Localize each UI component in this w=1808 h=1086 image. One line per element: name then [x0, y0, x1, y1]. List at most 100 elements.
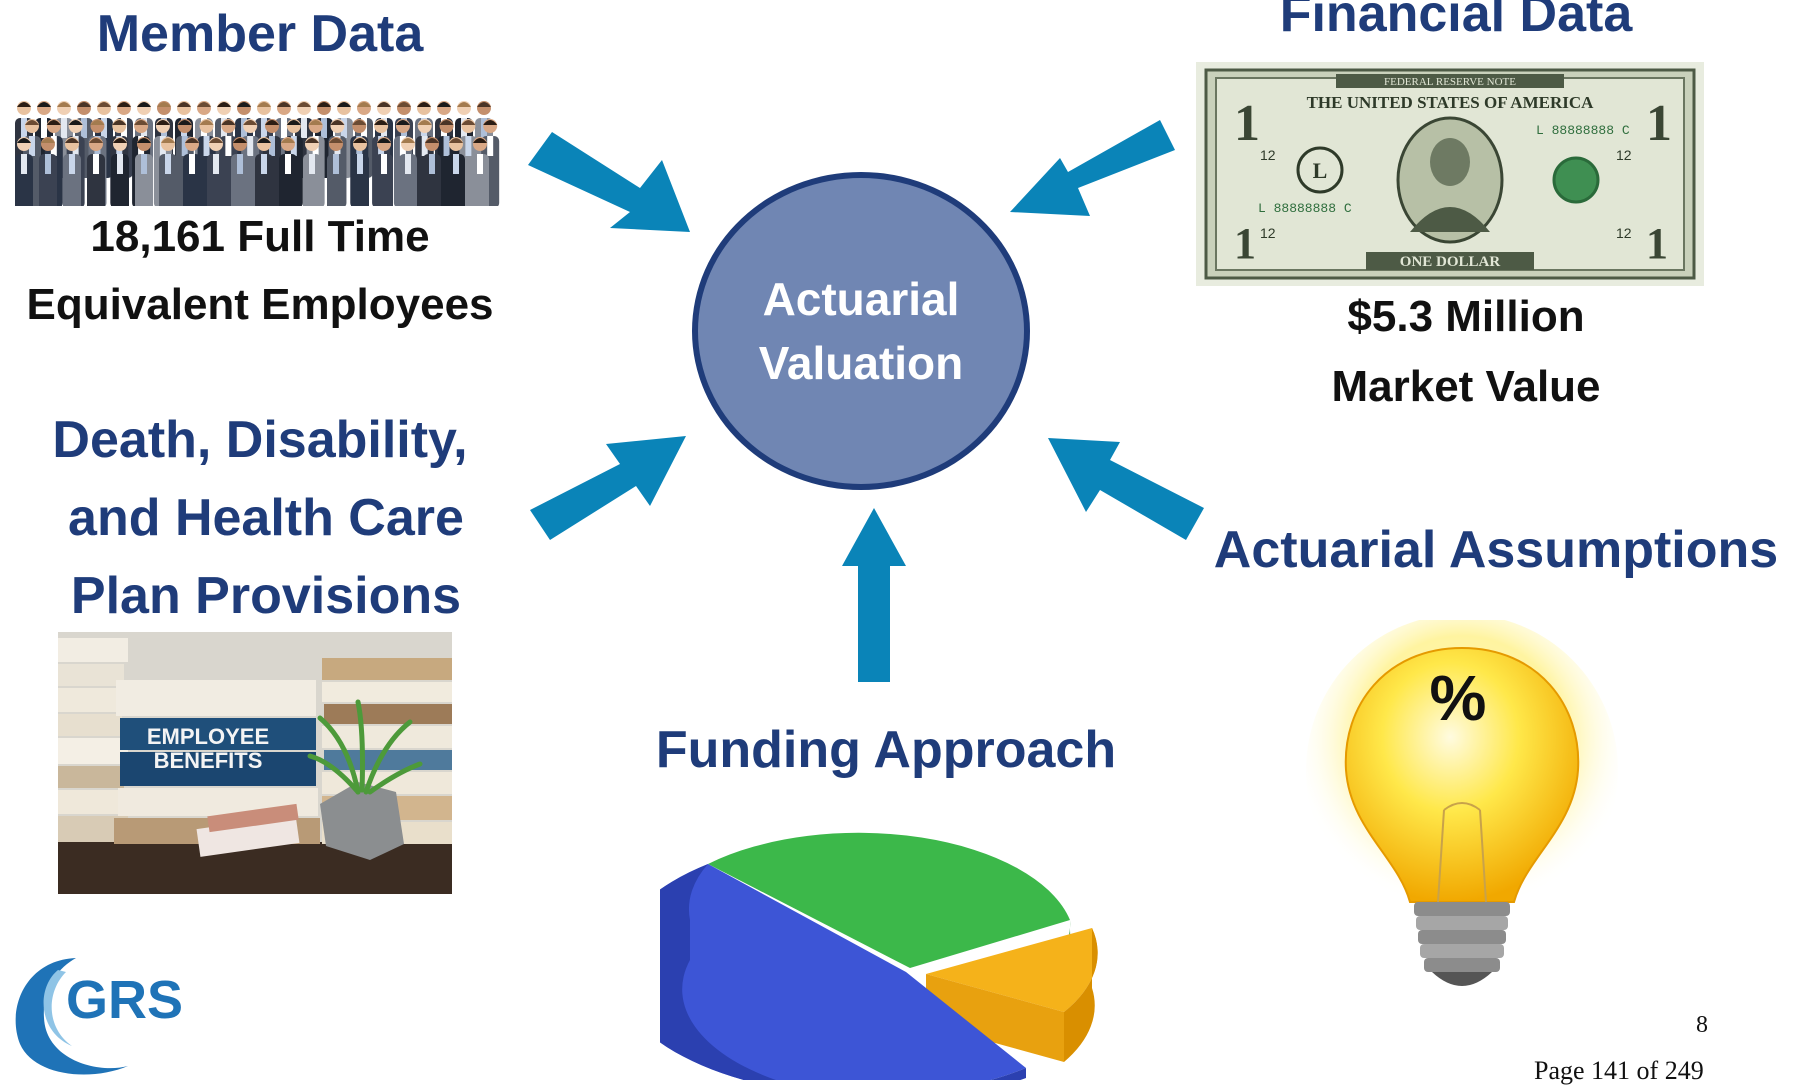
crowd-person-shirt: [21, 154, 27, 174]
arrow-member-to-valuation: [528, 132, 690, 232]
bill-corner-one-tl: 1: [1234, 95, 1260, 152]
crowd-person-shirt: [45, 154, 51, 174]
crowd-person-hair: [277, 102, 291, 107]
crowd-person-hair: [137, 102, 151, 107]
crowd-person-hair: [89, 138, 103, 143]
book-label-line2: BENEFITS: [154, 748, 263, 773]
crowd-person-hair: [155, 120, 170, 125]
crowd-person-shirt: [21, 118, 27, 138]
crowd-person-shirt: [141, 154, 147, 174]
bill-corner-number-4: 12: [1616, 225, 1632, 241]
actuarial-assumptions-heading: Actuarial Assumptions: [1213, 521, 1779, 579]
crowd-person-body: [135, 154, 153, 206]
bill-bottom-banner: ONE DOLLAR: [1400, 254, 1501, 270]
crowd-person-shirt: [269, 136, 275, 156]
crowd-person-shirt: [465, 136, 472, 156]
crowd-person-shirt: [117, 154, 123, 174]
bill-corner-one-tr: 1: [1646, 95, 1672, 152]
slide-number: 8: [1696, 1012, 1708, 1038]
crowd-person-body: [351, 154, 369, 206]
crowd-person-shirt: [69, 154, 75, 174]
crowd-person-shirt: [453, 154, 459, 174]
crowd-person-shirt: [381, 154, 387, 174]
crowd-person-hair: [357, 102, 371, 107]
crowd-person-shirt: [203, 136, 210, 156]
crowd-person-hair: [157, 102, 171, 107]
crowd-person-shirt: [29, 136, 35, 156]
crowd-person-body: [375, 154, 393, 206]
crowd-person-hair: [199, 120, 214, 125]
crowd-person-hair: [449, 138, 463, 143]
member-count-line1: 18,161 Full Time: [90, 212, 430, 261]
crowd-person-body: [255, 154, 273, 206]
crowd-person-hair: [185, 138, 199, 143]
crowd-person-body: [207, 154, 225, 206]
crowd-person-hair: [265, 120, 279, 125]
crowd-person-body: [399, 154, 417, 206]
crowd-person-hair: [41, 138, 55, 143]
crowd-person-body: [327, 154, 345, 206]
crowd-person-hair: [243, 120, 258, 125]
crowd-person-hair: [374, 120, 389, 125]
crowd-person-shirt: [357, 154, 363, 174]
crowd-person-hair: [461, 120, 476, 125]
crowd-person-shirt: [41, 118, 47, 138]
crowd-person-shirt: [301, 118, 307, 138]
crowd-person-hair: [137, 138, 151, 143]
light-bulb-image: %: [1306, 620, 1618, 1016]
crowd-photo: [10, 88, 516, 206]
crowd-person-shirt: [443, 136, 450, 156]
member-data-heading: Member Data: [96, 5, 424, 63]
bill-seal-letter: L: [1313, 158, 1328, 183]
crowd-person-hair: [477, 102, 491, 107]
crowd-person-hair: [17, 102, 31, 107]
crowd-person-hair: [177, 120, 192, 125]
crowd-person-hair: [197, 102, 211, 107]
crowd-person-shirt: [61, 118, 67, 138]
crowd-person-hair: [90, 120, 105, 125]
crowd-person-hair: [257, 102, 271, 107]
crowd-person-body: [303, 154, 321, 206]
plan-provisions-line2: and Health Care: [68, 489, 464, 547]
crowd-person-hair: [112, 120, 127, 125]
crowd-person-hair: [233, 138, 247, 143]
arrow-plan-to-valuation: [530, 436, 686, 540]
crowd-person-hair: [68, 120, 83, 125]
crowd-person-hair: [457, 102, 471, 107]
page-label: Page 141 of 249: [1534, 1056, 1704, 1085]
crowd-person-shirt: [333, 154, 339, 174]
bill-corner-number-3: 12: [1260, 225, 1276, 241]
crowd-person-hair: [77, 102, 91, 107]
crowd-person-shirt: [309, 154, 315, 174]
crowd-person-shirt: [261, 118, 267, 138]
crowd-person-shirt: [93, 154, 99, 174]
center-line1: Actuarial: [762, 273, 960, 325]
crowd-person-hair: [46, 120, 61, 125]
bill-corner-number-2: 12: [1616, 147, 1632, 163]
bulb-percent-symbol: %: [1430, 662, 1487, 734]
crowd-person-body: [279, 154, 297, 206]
member-count-line2: Equivalent Employees: [26, 280, 494, 329]
crowd-person-hair: [25, 120, 39, 125]
crowd-person-hair: [17, 138, 31, 143]
crowd-person-hair: [329, 138, 343, 143]
plan-provisions-line3: Plan Provisions: [70, 567, 462, 625]
crowd-person-hair: [209, 138, 223, 143]
crowd-person-body: [87, 154, 105, 206]
crowd-person-body: [63, 154, 81, 206]
crowd-person-hair: [425, 138, 439, 143]
crowd-person-shirt: [247, 136, 254, 156]
crowd-person-hair: [337, 102, 351, 107]
crowd-person-shirt: [429, 154, 435, 174]
crowd-person-body: [231, 154, 249, 206]
crowd-person-shirt: [81, 118, 87, 138]
crowd-person-hair: [377, 138, 391, 143]
market-value-line2: Market Value: [1331, 362, 1601, 411]
crowd-person-body: [471, 154, 489, 206]
crowd-person-hair: [217, 102, 231, 107]
bill-corner-one-br: 1: [1646, 219, 1668, 268]
employee-benefits-books-photo: EMPLOYEE BENEFITS: [58, 632, 452, 894]
actuarial-valuation-circle: Actuarial Valuation: [692, 172, 1030, 490]
crowd-person-hair: [353, 138, 367, 143]
